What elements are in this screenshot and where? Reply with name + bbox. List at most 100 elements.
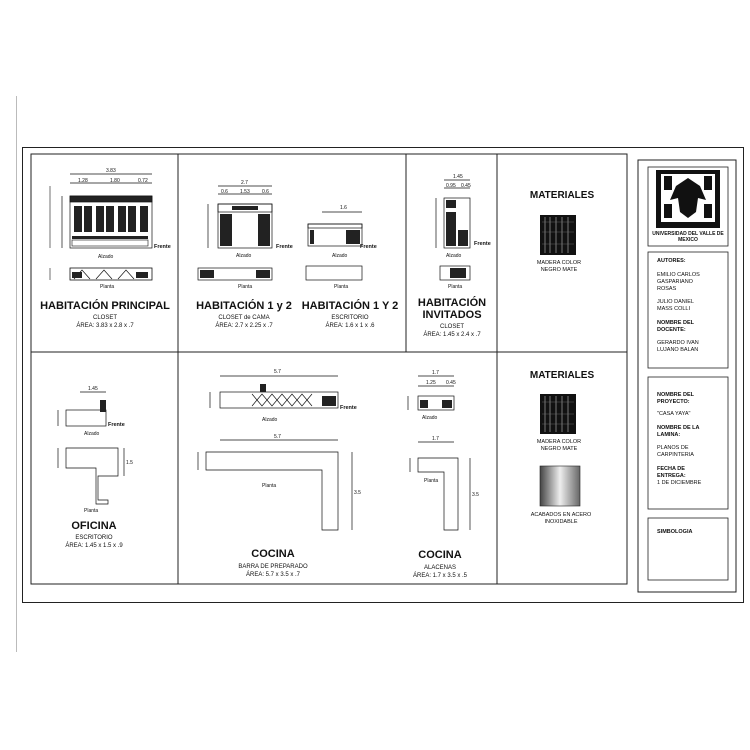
invitados-title-line2: INVITADOS bbox=[422, 309, 482, 321]
oficina-area: ÁREA: 1.45 x 1.5 x .9 bbox=[65, 543, 123, 549]
hab12-esc-area: ÁREA: 1.6 x 1 x .6 bbox=[325, 323, 375, 329]
cocina-barra-area: ÁREA: 5.7 x 3.5 x .7 bbox=[245, 572, 301, 578]
autor1-line3: ROSAS bbox=[657, 286, 677, 292]
cocina-barra-item: BARRA DE PREPARADO bbox=[238, 564, 308, 570]
hab12-cama-item: CLOSET de CAMA bbox=[218, 315, 270, 321]
cocina-alacenas-alzado-label: Alzado bbox=[422, 415, 438, 421]
principal-item: CLOSET bbox=[92, 315, 117, 321]
cocina-barra-frente-label: Frente bbox=[340, 405, 357, 411]
hab12-esc-title: HABITACIÓN 1 Y 2 bbox=[301, 300, 399, 312]
principal-dim-3: 0.72 bbox=[138, 178, 148, 184]
oficina-alzado-label: Alzado bbox=[84, 431, 100, 437]
hab12-cama-dim-2: 1.53 bbox=[240, 189, 250, 195]
materiales-title-bottom: MATERIALES bbox=[529, 370, 595, 381]
fecha-label-line1: FECHA DE bbox=[657, 466, 685, 472]
principal-area: ÁREA: 3.83 x 2.8 x .7 bbox=[76, 323, 134, 329]
simbologia-label: SIMBOLOGIA bbox=[657, 529, 693, 535]
principal-dim-2: 1.80 bbox=[110, 178, 120, 184]
hab12-cama-dim-1: 0.6 bbox=[221, 189, 228, 195]
proyecto-label-line1: NOMBRE DEL bbox=[657, 392, 694, 398]
cocina-alacenas-dim-2: 0.45 bbox=[446, 380, 456, 386]
invitados-dim-1: 0.95 bbox=[446, 183, 456, 189]
autor1-line1: EMILIO CARLOS bbox=[657, 272, 700, 278]
fecha-value: 1 DE DICIEMBRE bbox=[657, 480, 702, 486]
cocina-alacenas-title: COCINA bbox=[418, 549, 462, 561]
cocina-alacenas-dim-depth: 3.5 bbox=[472, 492, 479, 498]
hab12-cama-title: HABITACIÓN 1 y 2 bbox=[196, 300, 292, 312]
docente-line1: GERARDO IVAN bbox=[657, 340, 699, 346]
invitados-dim-total: 1.45 bbox=[453, 174, 463, 180]
cocina-alacenas-dim-top: 1.7 bbox=[432, 370, 439, 376]
lamina-label-line1: NOMBRE DE LA bbox=[657, 425, 700, 431]
cocina-alacenas-item: ALACENAS bbox=[423, 565, 456, 571]
hab12-esc-dim: 1.6 bbox=[340, 205, 347, 211]
autor1-line2: GASPARIANO bbox=[657, 279, 693, 285]
autores-label: AUTORES: bbox=[657, 258, 686, 264]
lamina-label-line2: LAMINA: bbox=[657, 432, 681, 438]
lamina-line1: PLANOS DE bbox=[657, 445, 689, 451]
invitados-frente-label: Frente bbox=[474, 241, 491, 247]
cocina-alacenas-area: ÁREA: 1.7 x 3.5 x .5 bbox=[412, 573, 468, 579]
cocina-alacenas-dim-plan: 1.7 bbox=[432, 436, 439, 442]
oficina-title: OFICINA bbox=[71, 520, 117, 532]
oficina-dim-width: 1.45 bbox=[88, 386, 98, 392]
oficina-planta-label: Planta bbox=[84, 508, 99, 514]
material-wood-caption-top: MADERA COLOR NEGRO MATE bbox=[536, 260, 582, 273]
cocina-barra-alzado-label: Alzado bbox=[262, 417, 278, 423]
hab12-esc-item: ESCRITORIO bbox=[331, 315, 369, 321]
hab12-esc-frente-label: Frente bbox=[360, 244, 377, 250]
docente-label-line2: DOCENTE: bbox=[657, 327, 686, 333]
cocina-barra-title: COCINA bbox=[251, 548, 295, 560]
principal-title: HABITACIÓN PRINCIPAL bbox=[40, 300, 170, 312]
principal-planta-label: Planta bbox=[100, 284, 115, 290]
invitados-title-line1: HABITACIÓN bbox=[417, 297, 487, 309]
proyecto-label-line2: PROYECTO: bbox=[657, 399, 690, 405]
hab12-cama-planta-label: Planta bbox=[238, 284, 253, 290]
docente-line2: LUJANO BALAN bbox=[657, 347, 699, 353]
autor2-line2: MASS COLLI bbox=[657, 306, 691, 312]
sheet-margin-line bbox=[16, 96, 17, 652]
cocina-barra-dim-plan: 5.7 bbox=[274, 434, 281, 440]
principal-dim-1: 1.28 bbox=[78, 178, 88, 184]
material-steel-caption: ACABADOS EN ACERO INOXIDABLE bbox=[530, 512, 592, 525]
autor2-line1: JULIO DANIEL bbox=[657, 299, 694, 305]
hab12-cama-frente-label: Frente bbox=[276, 244, 293, 250]
cocina-barra-planta-label: Planta bbox=[262, 483, 277, 489]
invitados-alzado-label: Alzado bbox=[446, 253, 462, 259]
invitados-area: ÁREA: 1.45 x 2.4 x .7 bbox=[423, 332, 481, 338]
university-name: UNIVERSIDAD DEL VALLE DE MEXICO bbox=[652, 231, 724, 243]
docente-label-line1: NOMBRE DEL bbox=[657, 320, 694, 326]
oficina-frente-label: Frente bbox=[108, 422, 125, 428]
oficina-dim-depth: 1.5 bbox=[126, 460, 133, 466]
cocina-alacenas-dim-1: 1.25 bbox=[426, 380, 436, 386]
hab12-esc-alzado-label: Alzado bbox=[332, 253, 348, 259]
principal-dim-total: 3.83 bbox=[106, 168, 116, 174]
materiales-title-top: MATERIALES bbox=[529, 190, 595, 201]
invitados-planta-label: Planta bbox=[448, 284, 463, 290]
drawing-sheet-border bbox=[22, 147, 744, 603]
hab12-esc-planta-label: Planta bbox=[334, 284, 349, 290]
hab12-cama-alzado-label: Alzado bbox=[236, 253, 252, 259]
cocina-barra-dim-top: 5.7 bbox=[274, 369, 281, 375]
principal-alzado-label: Alzado bbox=[98, 254, 114, 260]
proyecto-name: "CASA YAYA" bbox=[657, 411, 691, 417]
cocina-alacenas-planta-label: Planta bbox=[424, 478, 439, 484]
hab12-cama-dim-3: 0.6 bbox=[262, 189, 269, 195]
hab12-cama-area: ÁREA: 2.7 x 2.25 x .7 bbox=[215, 323, 273, 329]
cocina-barra-dim-depth: 3.5 bbox=[354, 490, 361, 496]
invitados-dim-2: 0.45 bbox=[461, 183, 471, 189]
lamina-line2: CARPINTERIA bbox=[657, 452, 694, 458]
oficina-item: ESCRITORIO bbox=[75, 535, 113, 541]
hab12-cama-dim-total: 2.7 bbox=[241, 180, 248, 186]
